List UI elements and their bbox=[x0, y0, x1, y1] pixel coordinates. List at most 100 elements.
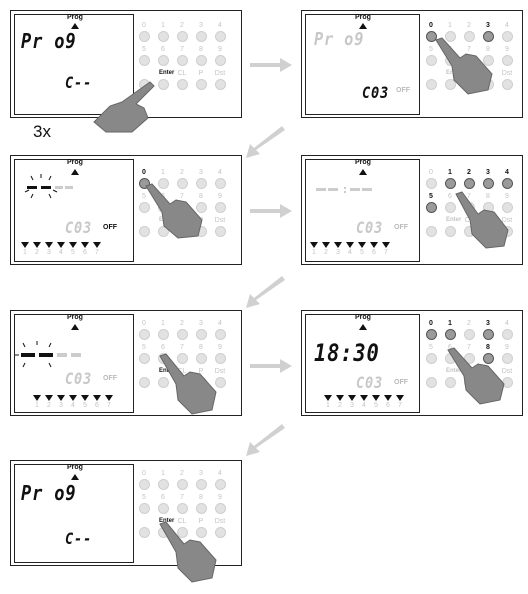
keypad-button[interactable] bbox=[196, 353, 207, 364]
keypad-button[interactable] bbox=[464, 31, 475, 42]
keypad-button[interactable] bbox=[177, 178, 188, 189]
keypad-button[interactable] bbox=[139, 31, 150, 42]
keypad-button[interactable] bbox=[177, 329, 188, 340]
keypad-button[interactable] bbox=[445, 226, 456, 237]
keypad-button[interactable] bbox=[464, 178, 475, 189]
time-dashes bbox=[316, 187, 372, 193]
keypad-button[interactable] bbox=[426, 178, 437, 189]
key-label: 8 bbox=[199, 494, 203, 501]
key-label: 5 bbox=[142, 494, 146, 501]
key-label: 4 bbox=[505, 320, 509, 327]
keypad-button[interactable] bbox=[177, 479, 188, 490]
keypad-button[interactable] bbox=[215, 31, 226, 42]
keypad-button[interactable] bbox=[196, 31, 207, 42]
keypad-button[interactable] bbox=[483, 353, 494, 364]
keypad-button[interactable] bbox=[177, 503, 188, 514]
keypad-button[interactable] bbox=[215, 226, 226, 237]
keypad-button[interactable] bbox=[426, 377, 437, 388]
keypad-button[interactable] bbox=[196, 202, 207, 213]
key-label: 1 bbox=[448, 169, 452, 176]
keypad-button[interactable] bbox=[445, 31, 456, 42]
keypad-button[interactable] bbox=[158, 479, 169, 490]
keypad-button[interactable] bbox=[426, 79, 437, 90]
keypad-button[interactable] bbox=[426, 329, 437, 340]
keypad-button[interactable] bbox=[196, 503, 207, 514]
keypad-button[interactable] bbox=[502, 31, 513, 42]
keypad-button[interactable] bbox=[215, 202, 226, 213]
key-label: 0 bbox=[142, 320, 146, 327]
keypad-button[interactable] bbox=[196, 329, 207, 340]
keypad-button[interactable] bbox=[464, 353, 475, 364]
keypad-button[interactable] bbox=[139, 527, 150, 538]
keypad-button[interactable] bbox=[139, 178, 150, 189]
day-number: 2 bbox=[324, 249, 328, 256]
keypad-button[interactable] bbox=[426, 202, 437, 213]
keypad-button[interactable] bbox=[158, 226, 169, 237]
keypad-button[interactable] bbox=[139, 55, 150, 66]
keypad-button[interactable] bbox=[139, 479, 150, 490]
keypad-button[interactable] bbox=[158, 377, 169, 388]
day-number: 2 bbox=[47, 402, 51, 409]
lcd-main-text: Pr o9 bbox=[21, 481, 77, 505]
keypad-button[interactable] bbox=[158, 55, 169, 66]
keypad-button[interactable] bbox=[196, 79, 207, 90]
keypad-button[interactable] bbox=[158, 178, 169, 189]
keypad-button[interactable] bbox=[139, 329, 150, 340]
keypad-button[interactable] bbox=[426, 55, 437, 66]
keypad-button[interactable] bbox=[215, 79, 226, 90]
keypad-button[interactable] bbox=[445, 202, 456, 213]
arrow-right-icon bbox=[250, 359, 292, 373]
keypad-button[interactable] bbox=[483, 55, 494, 66]
keypad-button[interactable] bbox=[502, 178, 513, 189]
keypad-button[interactable] bbox=[215, 479, 226, 490]
keypad-button[interactable] bbox=[502, 55, 513, 66]
key-label: 8 bbox=[486, 344, 490, 351]
key-label: 9 bbox=[218, 494, 222, 501]
keypad-button[interactable] bbox=[502, 202, 513, 213]
keypad-button[interactable] bbox=[426, 226, 437, 237]
keypad-button[interactable] bbox=[139, 353, 150, 364]
keypad-button[interactable] bbox=[177, 79, 188, 90]
keypad-button[interactable] bbox=[196, 479, 207, 490]
keypad-button[interactable] bbox=[502, 329, 513, 340]
keypad-button[interactable] bbox=[215, 178, 226, 189]
keypad-button[interactable] bbox=[139, 226, 150, 237]
key-label: Dst bbox=[214, 518, 226, 525]
keypad-button[interactable] bbox=[139, 377, 150, 388]
keypad-button[interactable] bbox=[158, 31, 169, 42]
keypad-button[interactable] bbox=[177, 527, 188, 538]
keypad-button[interactable] bbox=[445, 79, 456, 90]
keypad-button[interactable] bbox=[215, 353, 226, 364]
keypad-button[interactable] bbox=[215, 527, 226, 538]
keypad-button[interactable] bbox=[215, 329, 226, 340]
key-label: Dst bbox=[501, 217, 513, 224]
pointing-hand-icon bbox=[145, 183, 203, 239]
keypad-button[interactable] bbox=[158, 503, 169, 514]
keypad-button[interactable] bbox=[196, 178, 207, 189]
day-marker-icon bbox=[81, 242, 89, 248]
keypad-button[interactable] bbox=[158, 79, 169, 90]
keypad-button[interactable] bbox=[215, 503, 226, 514]
keypad-button[interactable] bbox=[445, 178, 456, 189]
keypad-button[interactable] bbox=[483, 329, 494, 340]
keypad-button[interactable] bbox=[215, 377, 226, 388]
keypad-button[interactable] bbox=[426, 353, 437, 364]
keypad-button[interactable] bbox=[464, 329, 475, 340]
keypad-button[interactable] bbox=[196, 55, 207, 66]
keypad-button[interactable] bbox=[177, 31, 188, 42]
keypad-button[interactable] bbox=[158, 329, 169, 340]
keypad-button[interactable] bbox=[502, 79, 513, 90]
keypad-button[interactable] bbox=[196, 527, 207, 538]
keypad-button[interactable] bbox=[215, 55, 226, 66]
keypad-button[interactable] bbox=[177, 55, 188, 66]
lcd-display: Prog Pr o9 C03 OFF bbox=[305, 14, 420, 115]
keypad-button[interactable] bbox=[139, 202, 150, 213]
keypad-button[interactable] bbox=[445, 329, 456, 340]
keypad-button[interactable] bbox=[483, 178, 494, 189]
keypad-button[interactable] bbox=[483, 31, 494, 42]
keypad-button[interactable] bbox=[426, 31, 437, 42]
keypad-button[interactable] bbox=[177, 353, 188, 364]
keypad-button[interactable] bbox=[139, 503, 150, 514]
keypad-button[interactable] bbox=[445, 377, 456, 388]
keypad-button[interactable] bbox=[502, 353, 513, 364]
